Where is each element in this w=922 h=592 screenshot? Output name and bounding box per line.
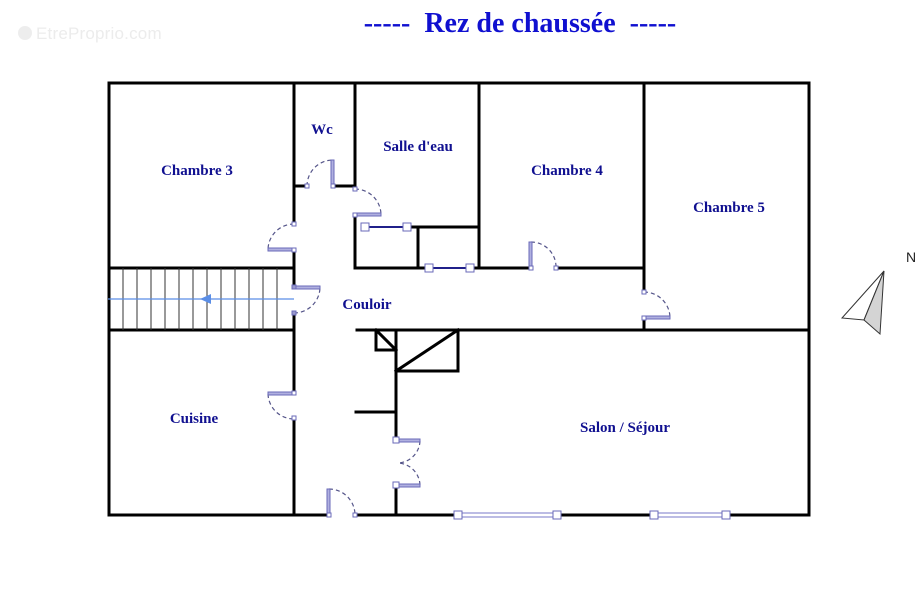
- stair-direction-arrow-icon: [108, 294, 294, 304]
- door-chambre3: [267, 221, 297, 253]
- watermark-text: EtreProprio.com: [36, 24, 162, 43]
- room-label-wc: Wc: [311, 122, 333, 138]
- room-label-cuisine: Cuisine: [170, 411, 219, 427]
- page-title: ----- Rez de chaussée -----: [363, 8, 677, 39]
- door-cuisine: [267, 390, 297, 421]
- window-salon-2: [649, 510, 731, 520]
- watermark: EtreProprio.com: [18, 24, 162, 44]
- room-label-chambre4: Chambre 4: [531, 163, 603, 179]
- door-salon-double: [392, 436, 421, 489]
- north-compass-icon: [840, 270, 885, 336]
- room-label-chambre3: Chambre 3: [161, 163, 233, 179]
- door-wc: [304, 159, 336, 189]
- windows: [360, 222, 731, 520]
- watermark-logo-icon: [18, 26, 32, 40]
- door-chambre5: [641, 289, 671, 321]
- door-chambre4: [528, 241, 559, 271]
- window-salle-eau-1: [360, 222, 412, 232]
- room-label-salon: Salon / Séjour: [580, 420, 670, 436]
- window-salle-eau-2: [424, 263, 475, 273]
- room-label-couloir: Couloir: [342, 297, 392, 313]
- door-salle-eau: [352, 186, 382, 218]
- doors: [267, 159, 671, 518]
- room-label-salle-eau: Salle d'eau: [383, 139, 453, 155]
- window-salon-1: [453, 510, 562, 520]
- room-label-chambre5: Chambre 5: [693, 200, 765, 216]
- north-label: N: [906, 249, 916, 265]
- door-entrance: [326, 488, 358, 518]
- door-stairs: [291, 284, 321, 316]
